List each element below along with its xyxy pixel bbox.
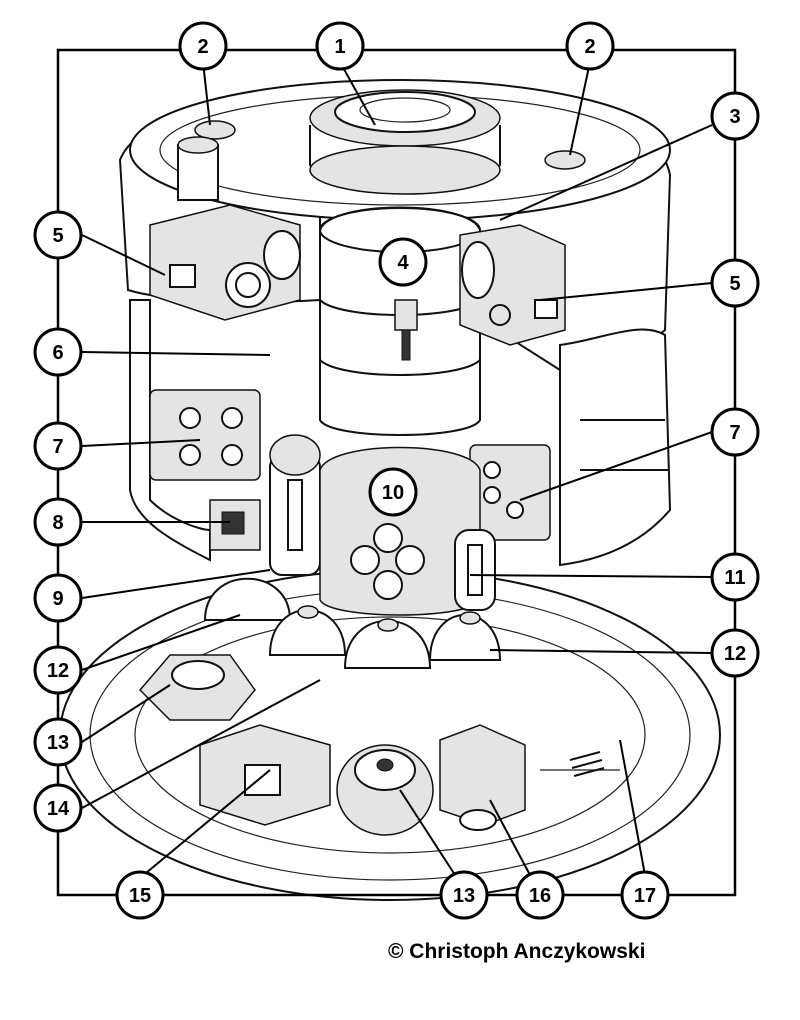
callout-1: 1 bbox=[315, 21, 365, 71]
svg-text:5: 5 bbox=[52, 225, 63, 247]
callout-9: 9 bbox=[33, 573, 83, 623]
svg-text:13: 13 bbox=[47, 732, 69, 754]
floor-tank-center bbox=[336, 744, 434, 836]
svg-text:5: 5 bbox=[729, 273, 740, 295]
svg-text:10: 10 bbox=[382, 482, 404, 504]
callout-2-right: 2 bbox=[565, 21, 615, 71]
svg-text:8: 8 bbox=[52, 512, 63, 534]
svg-text:14: 14 bbox=[47, 798, 70, 820]
callout-17: 17 bbox=[620, 870, 670, 920]
callout-11: 11 bbox=[710, 552, 760, 602]
callout-7-left: 7 bbox=[33, 421, 83, 471]
svg-text:3: 3 bbox=[729, 106, 740, 128]
callout-2-left: 2 bbox=[178, 21, 228, 71]
callouts: 1 2 2 3 4 5 5 6 bbox=[33, 21, 760, 920]
right-capsule bbox=[454, 529, 496, 611]
lid-port-left bbox=[194, 120, 236, 140]
svg-text:16: 16 bbox=[529, 885, 551, 907]
callout-3: 3 bbox=[710, 91, 760, 141]
callout-7-right: 7 bbox=[710, 407, 760, 457]
floor-vent bbox=[569, 751, 605, 777]
right-instrument-box bbox=[469, 444, 551, 541]
copyright-notice: © Christoph Anczykowski bbox=[388, 940, 646, 963]
svg-text:9: 9 bbox=[52, 588, 63, 610]
callout-15: 15 bbox=[115, 870, 165, 920]
svg-text:6: 6 bbox=[52, 342, 63, 364]
svg-text:13: 13 bbox=[453, 885, 475, 907]
callout-10: 10 bbox=[368, 467, 418, 517]
callout-13-bottom: 13 bbox=[439, 870, 489, 920]
lower-cylinder-right bbox=[559, 328, 672, 567]
svg-text:11: 11 bbox=[724, 567, 745, 589]
floor-pump-right bbox=[439, 724, 526, 831]
svg-text:17: 17 bbox=[634, 885, 656, 907]
module-illustration bbox=[59, 79, 721, 901]
svg-text:12: 12 bbox=[47, 660, 69, 682]
svg-text:4: 4 bbox=[397, 252, 409, 274]
lower-cylinder-left bbox=[129, 299, 211, 562]
svg-text:7: 7 bbox=[729, 422, 740, 444]
left-instrument-box bbox=[149, 389, 261, 481]
callout-16: 16 bbox=[515, 870, 565, 920]
callout-13-left: 13 bbox=[33, 717, 83, 767]
svg-text:2: 2 bbox=[584, 36, 595, 58]
callout-6: 6 bbox=[33, 327, 83, 377]
svg-text:2: 2 bbox=[197, 36, 208, 58]
leader-lines bbox=[81, 61, 713, 879]
dome-1 bbox=[203, 577, 292, 621]
svg-text:7: 7 bbox=[52, 436, 63, 458]
svg-text:15: 15 bbox=[129, 885, 151, 907]
callout-12-left: 12 bbox=[33, 645, 83, 695]
callout-12-right: 12 bbox=[710, 628, 760, 678]
lid-port-right bbox=[544, 150, 586, 170]
callout-14: 14 bbox=[33, 783, 83, 833]
svg-text:1: 1 bbox=[334, 36, 345, 58]
svg-text:12: 12 bbox=[724, 643, 746, 665]
callout-4: 4 bbox=[378, 237, 428, 287]
callout-5-right: 5 bbox=[710, 258, 760, 308]
callout-5-left: 5 bbox=[33, 210, 83, 260]
callout-8: 8 bbox=[33, 497, 83, 547]
floor-tank-left bbox=[138, 654, 256, 721]
